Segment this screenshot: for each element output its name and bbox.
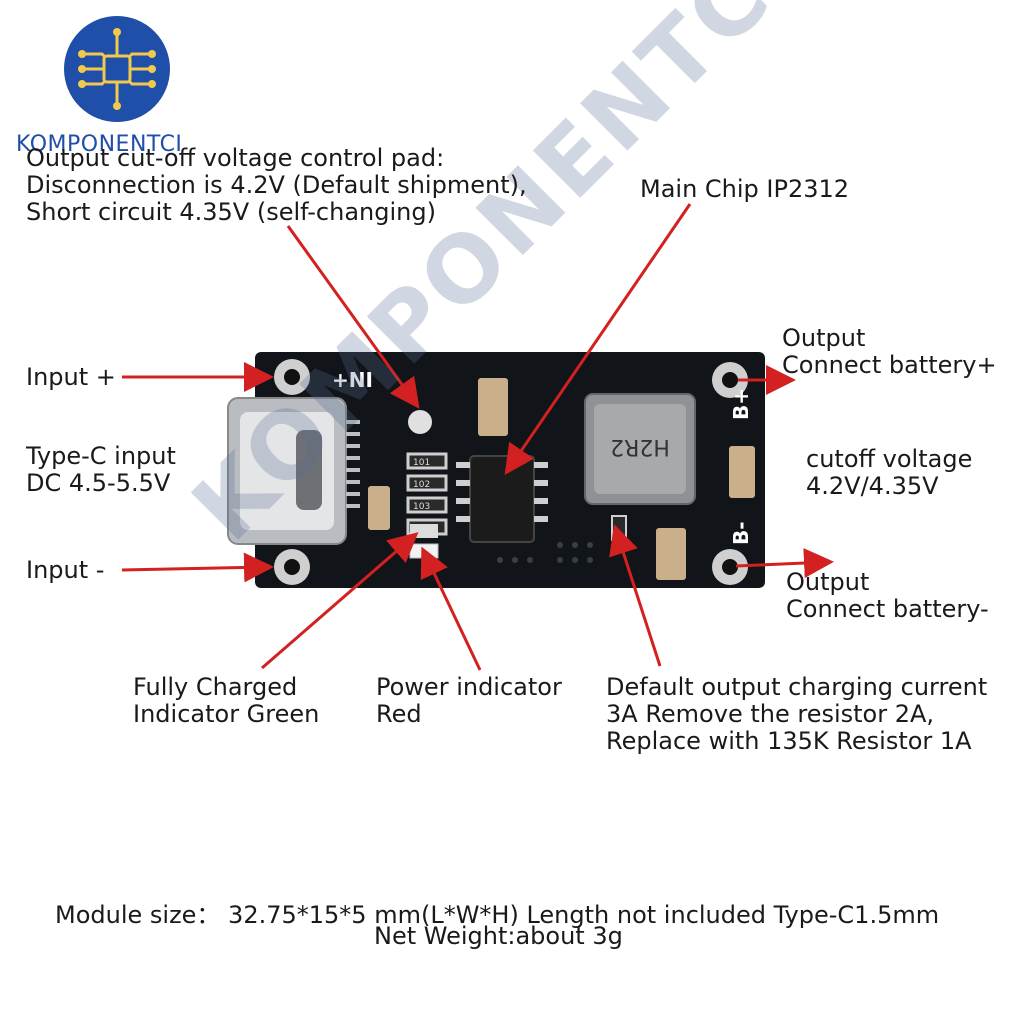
pad-input-plus — [274, 359, 310, 395]
logo-circuit-icon — [64, 16, 170, 122]
silk-battery-plus: B+ — [729, 388, 753, 420]
via-dots — [497, 542, 593, 563]
capacitor — [478, 378, 508, 436]
callout-type-c: Type-C input DC 4.5-5.5V — [26, 442, 176, 497]
capacitor — [729, 446, 755, 498]
type-c-connector — [227, 397, 347, 545]
resistor-code: 101 — [413, 458, 430, 468]
resistor-code: 102 — [413, 480, 430, 490]
callout-fully-charged: Fully Charged Indicator Green — [133, 673, 320, 728]
pad-input-minus — [274, 549, 310, 585]
resistor-code: 103 — [413, 502, 430, 512]
callout-power-indicator: Power indicator Red — [376, 673, 562, 728]
led-red — [409, 543, 439, 559]
arrow-input-minus — [121, 552, 274, 583]
connector-pins — [346, 420, 360, 508]
pad-battery-minus — [712, 549, 748, 585]
net-weight-text: Net Weight:about 3g — [374, 922, 623, 950]
arrow-fully-charged — [261, 532, 419, 670]
callout-main-chip: Main Chip IP2312 — [640, 175, 850, 203]
cutoff-control-pad — [408, 410, 432, 434]
capacitor — [368, 486, 390, 530]
callout-charging-current: Default output charging current 3A Remov… — [606, 673, 988, 755]
callout-cutoff-voltage: cutoff voltage 4.2V/4.35V — [806, 445, 973, 500]
inductor — [584, 393, 696, 505]
silk-battery-minus: B- — [729, 521, 753, 545]
silk-input: +NI — [332, 368, 373, 392]
arrow-power-indicator — [420, 546, 482, 671]
led-green — [410, 524, 438, 538]
callout-output-minus: Output Connect battery- — [786, 568, 989, 623]
arrow-cutoff-pad — [286, 225, 420, 409]
callout-output-plus: Output Connect battery+ — [782, 324, 997, 379]
arrow-charging-current — [609, 524, 662, 667]
arrow-main-chip — [504, 203, 692, 475]
inductor-code: H2R2 — [610, 434, 670, 459]
brand-text: KOMPONENTCI — [16, 132, 183, 157]
brand-logo — [62, 14, 172, 124]
pad-battery-plus — [712, 362, 748, 398]
callout-input-plus: Input + — [26, 363, 116, 391]
callout-cutoff-pad: Output cut-off voltage control pad: Disc… — [26, 144, 527, 226]
callout-input-minus: Input - — [26, 556, 105, 584]
module-size-text: Module size： 32.75*15*5 mm(L*W*H) Length… — [55, 901, 940, 929]
main-chip-ip2312 — [456, 455, 548, 543]
capacitor — [656, 528, 686, 580]
arrow-output-minus — [735, 548, 834, 579]
